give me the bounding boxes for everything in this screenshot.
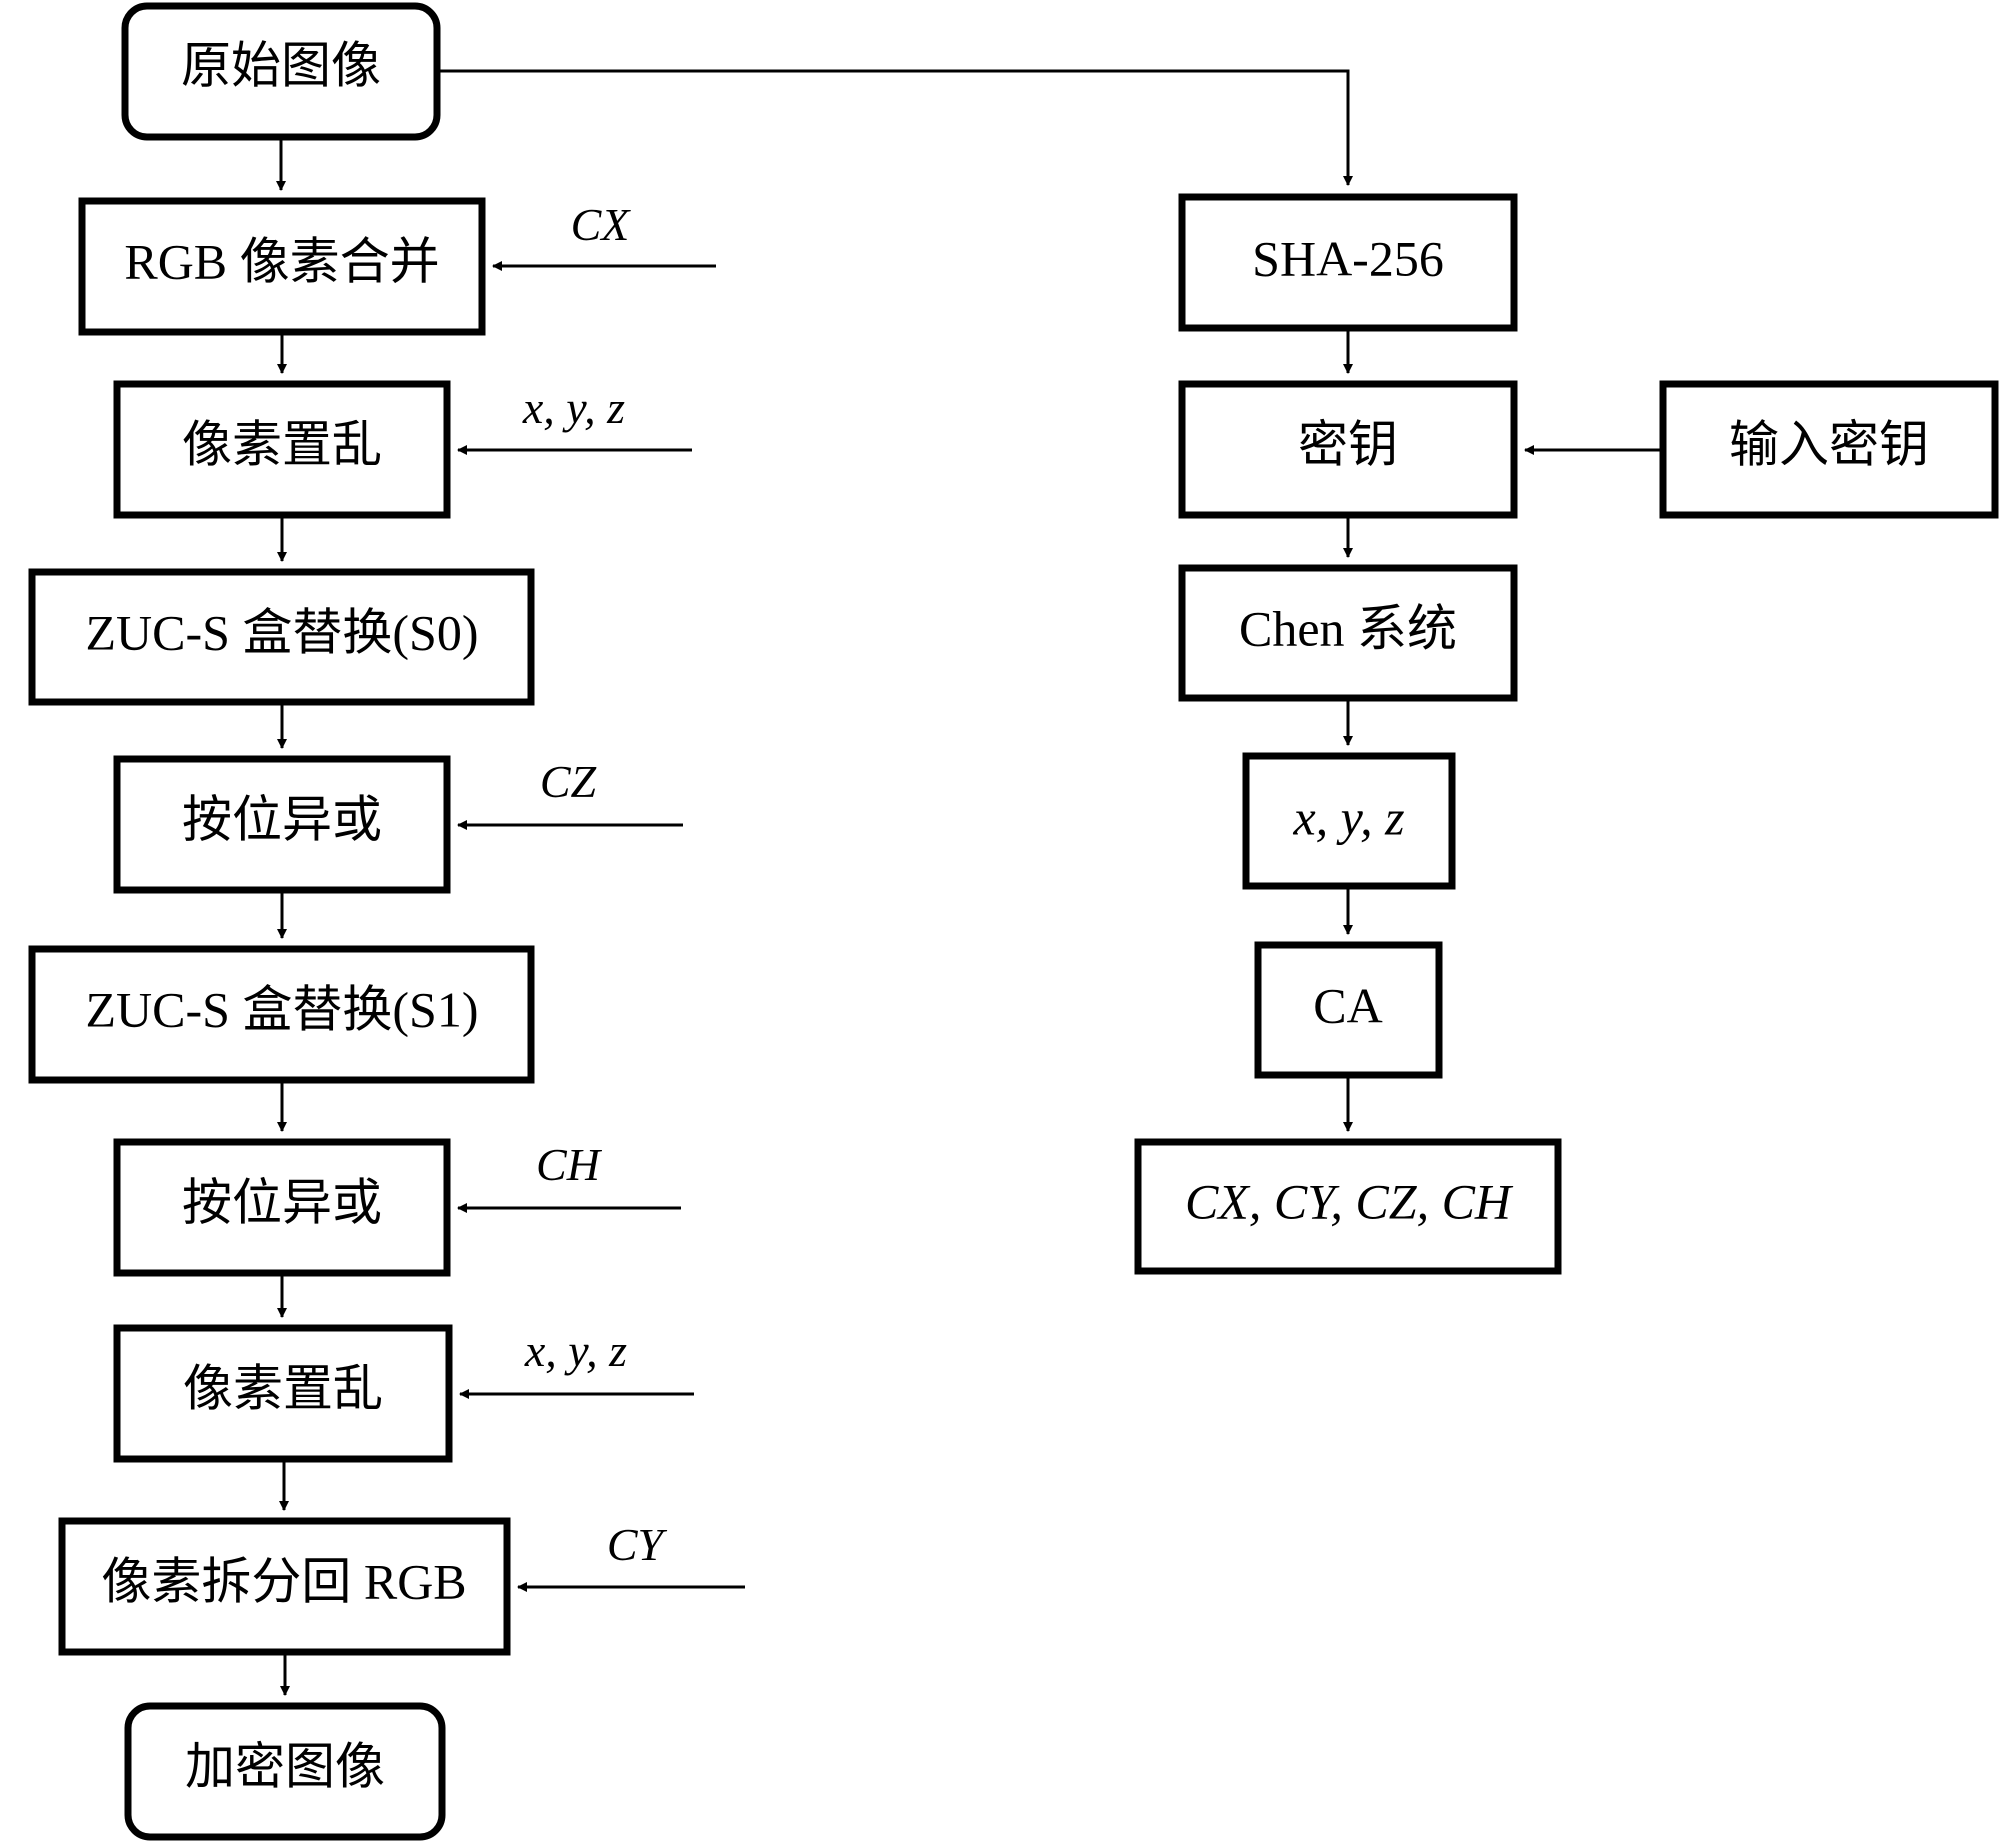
connector-original-to-sha xyxy=(440,69,1353,186)
chen-system-label: Chen 系统 xyxy=(1239,600,1457,656)
sha256-label: SHA-256 xyxy=(1252,230,1444,286)
rgb-merge-label: RGB 像素合并 xyxy=(124,233,439,289)
input-label-cy: CY xyxy=(607,1519,668,1570)
input-label-xyz-1: x, y, z xyxy=(522,382,625,433)
outputs-label: CX, CY, CZ, CH xyxy=(1185,1173,1514,1229)
node-outputs: CX, CY, CZ, CH xyxy=(1134,1138,1562,1275)
node-sha256: SHA-256 xyxy=(1178,193,1518,332)
node-input-key: 输入密钥 xyxy=(1659,380,1999,519)
input-label-cz: CZ xyxy=(540,756,597,807)
left-input-arrows xyxy=(457,261,745,1592)
input-key-label: 输入密钥 xyxy=(1729,416,1929,472)
sbox-s1-label: ZUC-S 盒替换(S1) xyxy=(85,981,478,1037)
node-key: 密钥 xyxy=(1178,380,1518,519)
node-xor-1: 按位异或 xyxy=(113,755,451,894)
node-chen-system: Chen 系统 xyxy=(1178,564,1518,702)
encrypted-image-label: 加密图像 xyxy=(185,1738,385,1794)
split-rgb-label: 像素拆分回 RGB xyxy=(101,1553,466,1609)
ca-label: CA xyxy=(1313,977,1382,1033)
right-chain-arrows xyxy=(1343,331,1660,1132)
node-original-image: 原始图像 xyxy=(121,2,441,141)
original-image-label: 原始图像 xyxy=(181,37,381,93)
node-ca: CA xyxy=(1254,941,1443,1079)
xyz-label: x, y, z xyxy=(1292,789,1404,845)
node-xor-2: 按位异或 xyxy=(113,1138,451,1277)
pixel-scramble-1-label: 像素置乱 xyxy=(182,416,382,472)
node-encrypted-image: 加密图像 xyxy=(124,1702,446,1841)
node-sbox-s1: ZUC-S 盒替换(S1) xyxy=(28,945,535,1084)
node-pixel-scramble-2: 像素置乱 xyxy=(113,1324,453,1463)
pixel-scramble-2-label: 像素置乱 xyxy=(183,1360,383,1416)
input-label-cx: CX xyxy=(571,199,632,250)
node-split-rgb: 像素拆分回 RGB xyxy=(58,1517,511,1656)
xor-2-label: 按位异或 xyxy=(182,1174,382,1230)
xor-1-label: 按位异或 xyxy=(182,791,382,847)
sbox-s0-label: ZUC-S 盒替换(S0) xyxy=(85,604,478,660)
node-sbox-s0: ZUC-S 盒替换(S0) xyxy=(28,568,535,706)
node-pixel-scramble-1: 像素置乱 xyxy=(113,380,451,519)
input-label-ch: CH xyxy=(536,1139,603,1190)
node-rgb-merge: RGB 像素合并 xyxy=(78,197,486,336)
key-label: 密钥 xyxy=(1298,416,1398,472)
node-xyz: x, y, z xyxy=(1242,752,1456,890)
input-label-xyz-2: x, y, z xyxy=(524,1325,627,1376)
left-chain-arrows xyxy=(276,140,290,1696)
